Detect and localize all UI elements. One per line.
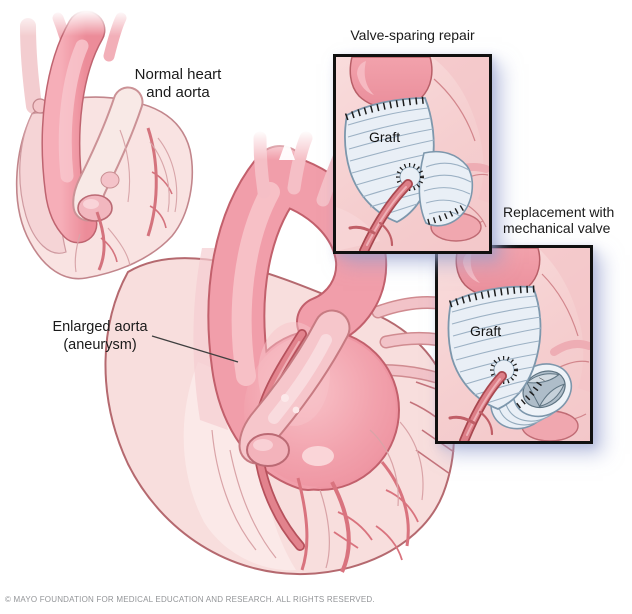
mechanical-valve-illustration bbox=[447, 248, 590, 441]
stub-highlight bbox=[357, 61, 374, 95]
valve-sparing-inset: Graft bbox=[333, 54, 492, 254]
graft-label: Graft bbox=[470, 323, 502, 339]
stump-highlight bbox=[83, 199, 99, 209]
aortic-root-bump bbox=[100, 171, 120, 189]
gloss-dot bbox=[281, 394, 289, 402]
mechanical-valve-title: Replacement with mechanical valve bbox=[503, 204, 615, 237]
superior-vena-cava bbox=[20, 18, 42, 114]
stitches bbox=[344, 96, 467, 225]
stump-highlight bbox=[253, 439, 273, 451]
reattached-artery bbox=[448, 371, 507, 441]
reattached-artery bbox=[348, 179, 413, 251]
stub-highlight bbox=[463, 251, 480, 283]
mechanical-valve-inset: Graft bbox=[435, 245, 593, 444]
surface-sketch bbox=[211, 421, 424, 569]
copyright-notice: © MAYO FOUNDATION FOR MEDICAL EDUCATION … bbox=[5, 595, 375, 604]
gloss-dot bbox=[292, 406, 300, 414]
enlarged-heart-illustration bbox=[104, 130, 460, 576]
normal-heart-illustration bbox=[15, 10, 193, 280]
graft-distal bbox=[418, 150, 474, 227]
valve-sparing-illustration bbox=[336, 57, 489, 251]
enlarged-aorta-leader-line bbox=[151, 335, 239, 363]
aorta bbox=[41, 10, 106, 244]
graft-main bbox=[447, 285, 542, 410]
stitches bbox=[448, 285, 545, 409]
surface-sketch-lines bbox=[74, 129, 178, 273]
top-fade bbox=[20, 10, 140, 36]
enlarged-aorta-label: Enlarged aorta (aneurysm) bbox=[52, 319, 148, 353]
valve-sparing-title: Valve-sparing repair bbox=[350, 27, 475, 43]
normal-heart-label: Normal heart and aorta bbox=[134, 66, 222, 102]
coronary-arteries bbox=[95, 127, 173, 271]
coronary-arteries bbox=[296, 461, 419, 573]
graft-label: Graft bbox=[369, 129, 401, 145]
